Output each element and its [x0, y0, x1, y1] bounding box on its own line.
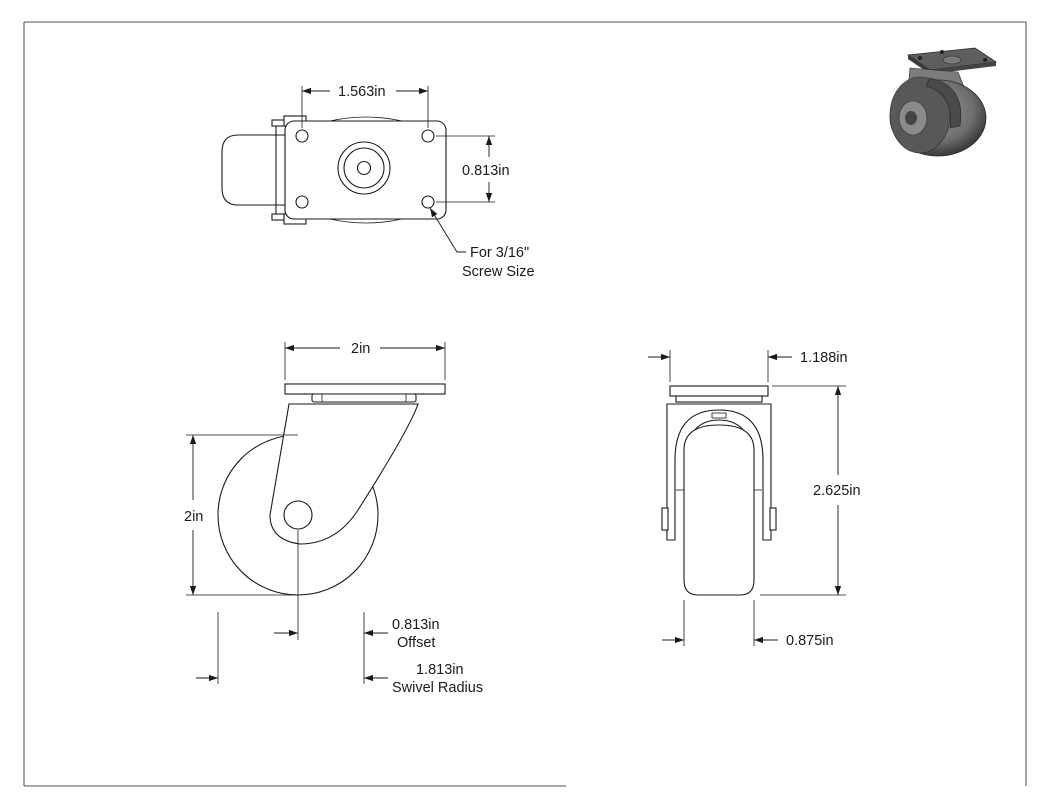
dim-label-swivel: Swivel Radius [392, 680, 483, 696]
drawing-border [23, 21, 1027, 787]
dim-label-0-813: 0.813in [462, 163, 510, 179]
side-view [661, 385, 777, 596]
dim-label-1-563: 1.563in [338, 84, 386, 100]
dim-label-0-875: 0.875in [786, 633, 834, 649]
dim-label-1-188: 1.188in [800, 350, 848, 366]
caster-isometric-render [889, 47, 998, 157]
dim-label-2in-height: 2in [184, 509, 203, 525]
dim-overall-width: 2in [284, 341, 446, 380]
front-view [217, 383, 446, 596]
dim-label-offset-value: 0.813in [392, 617, 440, 633]
dim-hole-spacing-width: 1.563in [301, 84, 429, 128]
dim-swivel-radius: 1.813in Swivel Radius [196, 612, 483, 696]
dim-plate-width-side: 1.188in [648, 350, 848, 382]
dim-overall-height: 2.625in [760, 385, 861, 596]
dim-wheel-width: 0.875in [662, 600, 834, 649]
dim-label-2in-width: 2in [351, 341, 370, 357]
dim-label-offset: Offset [397, 635, 435, 651]
screw-note-line2: Screw Size [462, 264, 535, 280]
screw-note-line1: For 3/16" [470, 245, 529, 261]
screw-size-callout: For 3/16" Screw Size [429, 207, 535, 280]
dim-offset: 0.813in Offset [274, 530, 440, 684]
dim-wheel-diameter: 2in [184, 434, 298, 596]
top-view [221, 115, 447, 225]
dim-label-2-625: 2.625in [813, 483, 861, 499]
dim-hole-spacing-length: 0.813in [436, 135, 510, 203]
dim-label-swivel-value: 1.813in [416, 662, 464, 678]
